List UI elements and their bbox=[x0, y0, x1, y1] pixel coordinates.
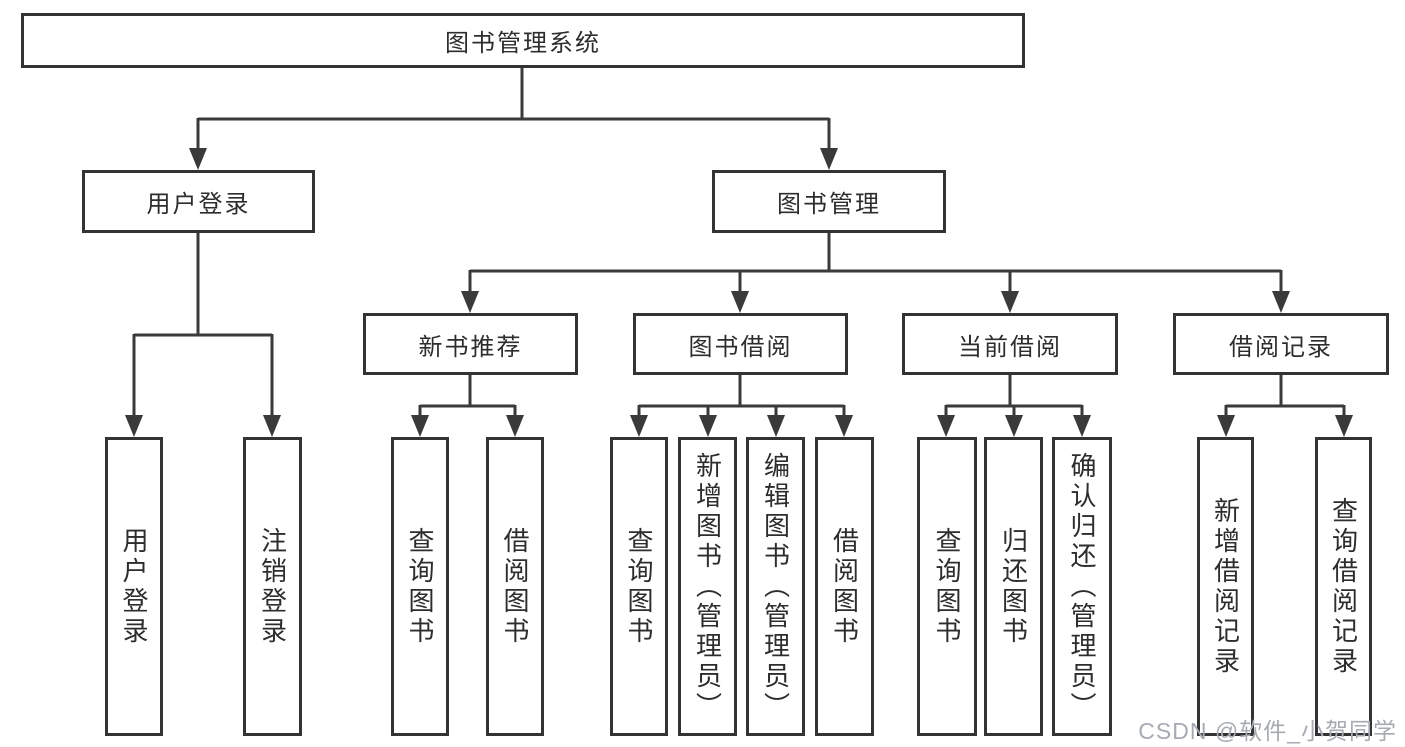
connector-book-borrow-to-leaves bbox=[630, 375, 853, 437]
leaf-add-borrow-record-label: 新增借阅记录 bbox=[1210, 496, 1241, 677]
node-user-login-label: 用户登录 bbox=[146, 191, 251, 218]
node-current-borrow: 当前借阅 bbox=[902, 313, 1118, 375]
node-root-label: 图书管理系统 bbox=[445, 30, 601, 57]
leaf-add-borrow-record: 新增借阅记录 bbox=[1197, 437, 1254, 736]
node-user-login: 用户登录 bbox=[82, 170, 315, 233]
node-book-management: 图书管理 bbox=[712, 170, 946, 233]
connector-new-book-to-leaves bbox=[411, 375, 524, 437]
leaf-confirm-return-admin: 确认归还（管理员） bbox=[1052, 437, 1112, 736]
node-book-management-label: 图书管理 bbox=[777, 191, 881, 218]
node-book-borrow-label: 图书借阅 bbox=[688, 333, 793, 361]
leaf-edit-book-admin: 编辑图书（管理员） bbox=[746, 437, 805, 736]
node-borrow-records-label: 借阅记录 bbox=[1229, 333, 1333, 361]
node-borrow-records: 借阅记录 bbox=[1173, 313, 1389, 375]
node-new-book-recommend: 新书推荐 bbox=[363, 313, 578, 375]
connector-root-to-level2 bbox=[189, 68, 838, 170]
leaf-query-book-3: 查询图书 bbox=[917, 437, 977, 736]
leaf-query-book-2-label: 查询图书 bbox=[624, 526, 654, 647]
connector-current-borrow-to-leaves bbox=[937, 375, 1091, 437]
leaf-query-borrow-record: 查询借阅记录 bbox=[1315, 437, 1372, 736]
leaf-add-book-admin-label: 新增图书（管理员） bbox=[692, 451, 723, 722]
leaf-query-book-1: 查询图书 bbox=[391, 437, 449, 736]
leaf-add-book-admin: 新增图书（管理员） bbox=[678, 437, 737, 736]
node-book-borrow: 图书借阅 bbox=[633, 313, 848, 375]
csdn-watermark: CSDN @软件_小贺同学 bbox=[1138, 718, 1397, 744]
leaf-confirm-return-admin-label: 确认归还（管理员） bbox=[1067, 451, 1097, 722]
node-root: 图书管理系统 bbox=[21, 13, 1025, 68]
leaf-logout: 注销登录 bbox=[243, 437, 302, 736]
leaf-return-book: 归还图书 bbox=[984, 437, 1043, 736]
leaf-query-book-1-label: 查询图书 bbox=[405, 526, 435, 647]
leaf-borrow-book-2-label: 借阅图书 bbox=[829, 526, 860, 647]
node-current-borrow-label: 当前借阅 bbox=[958, 333, 1062, 361]
connector-borrow-record-to-leaves bbox=[1217, 375, 1353, 437]
leaf-query-book-3-label: 查询图书 bbox=[932, 526, 962, 647]
leaf-user-login: 用户登录 bbox=[105, 437, 163, 736]
leaf-borrow-book-1: 借阅图书 bbox=[486, 437, 544, 736]
leaf-edit-book-admin-label: 编辑图书（管理员） bbox=[760, 451, 791, 722]
node-new-book-recommend-label: 新书推荐 bbox=[418, 333, 523, 361]
leaf-logout-label: 注销登录 bbox=[257, 526, 288, 647]
leaf-return-book-label: 归还图书 bbox=[998, 526, 1029, 647]
leaf-borrow-book-2: 借阅图书 bbox=[815, 437, 874, 736]
leaf-query-borrow-record-label: 查询借阅记录 bbox=[1328, 496, 1359, 677]
leaf-query-book-2: 查询图书 bbox=[610, 437, 668, 736]
connector-book-mgmt-to-level3 bbox=[461, 233, 1290, 313]
connector-user-login-to-leaves bbox=[125, 233, 281, 437]
leaf-borrow-book-1-label: 借阅图书 bbox=[500, 526, 530, 647]
leaf-user-login-label: 用户登录 bbox=[119, 526, 149, 647]
